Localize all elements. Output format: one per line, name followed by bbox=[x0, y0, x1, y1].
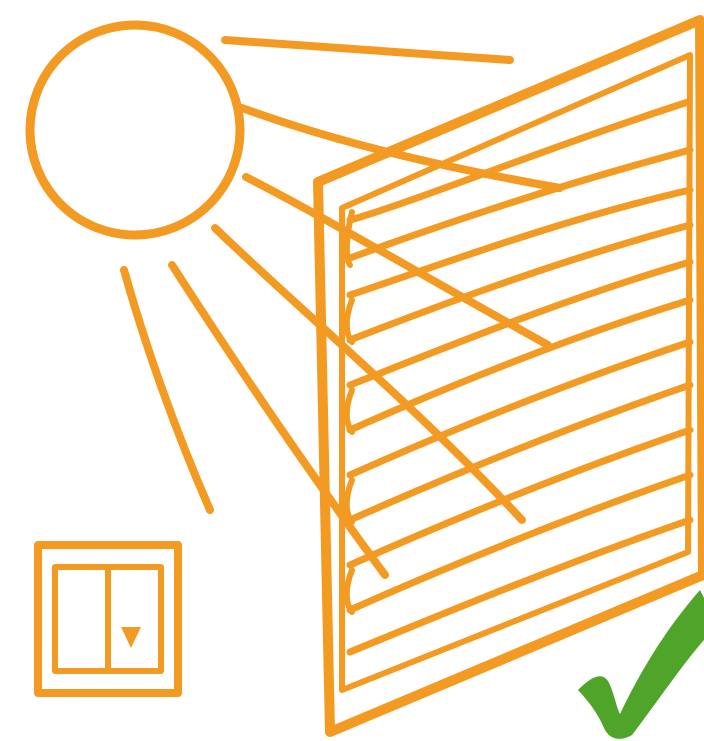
down-arrow-icon bbox=[121, 627, 141, 648]
blind-slat-edge bbox=[347, 570, 352, 612]
blind-slat-edge bbox=[347, 390, 352, 432]
sun-ray bbox=[225, 40, 510, 60]
sun-ray bbox=[172, 265, 385, 575]
blind-slat-edge bbox=[347, 480, 352, 522]
blind-switch-icon bbox=[38, 545, 178, 693]
blind-slat-edge bbox=[347, 300, 352, 342]
sun-icon bbox=[30, 25, 560, 575]
check-mark-icon bbox=[578, 590, 704, 739]
window-blind-icon bbox=[318, 20, 703, 732]
sun-circle bbox=[30, 25, 240, 235]
